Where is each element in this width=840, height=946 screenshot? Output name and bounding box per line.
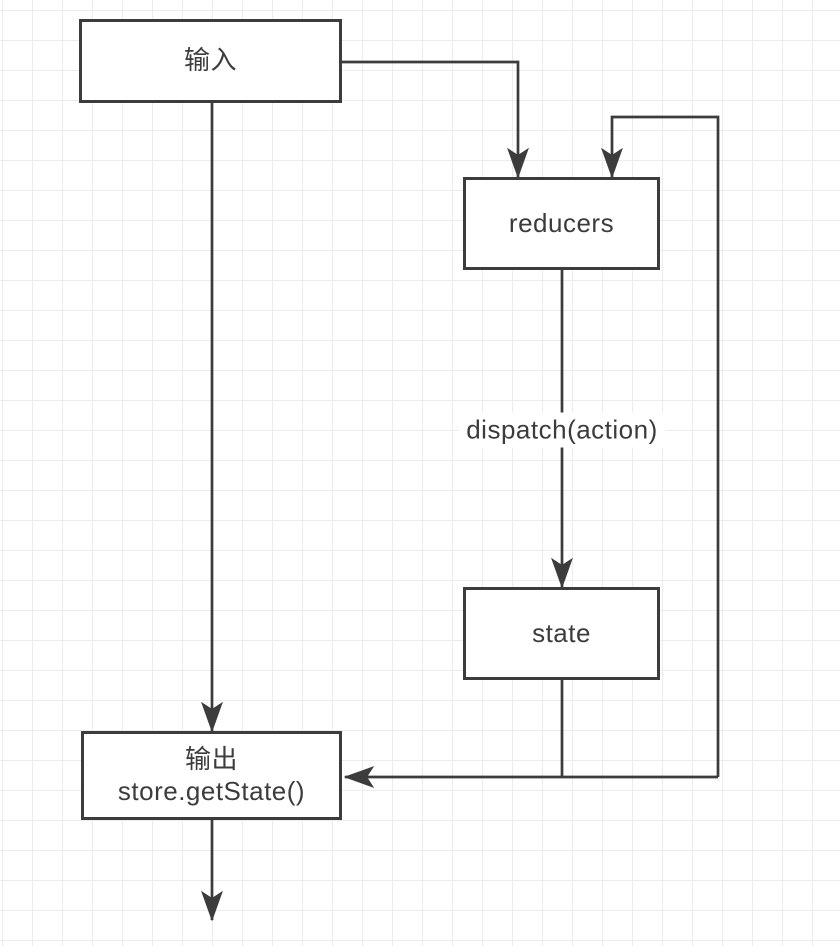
node-reducers-label: reducers: [508, 207, 615, 238]
edge-label-dispatch: dispatch(action): [459, 412, 665, 448]
node-input: 输入: [79, 19, 342, 103]
node-state: state: [463, 587, 660, 680]
node-reducers: reducers: [463, 177, 660, 270]
node-state-label: state: [532, 617, 591, 648]
edge-feedback-state-to-reducers: [612, 115, 720, 777]
node-input-label: 输入: [183, 45, 237, 76]
node-output-label: 输出: [184, 744, 238, 775]
edge-input-to-reducers: [342, 60, 518, 177]
node-output-sublabel: store.getState(): [117, 775, 306, 806]
node-output: 输出 store.getState(): [81, 731, 342, 820]
